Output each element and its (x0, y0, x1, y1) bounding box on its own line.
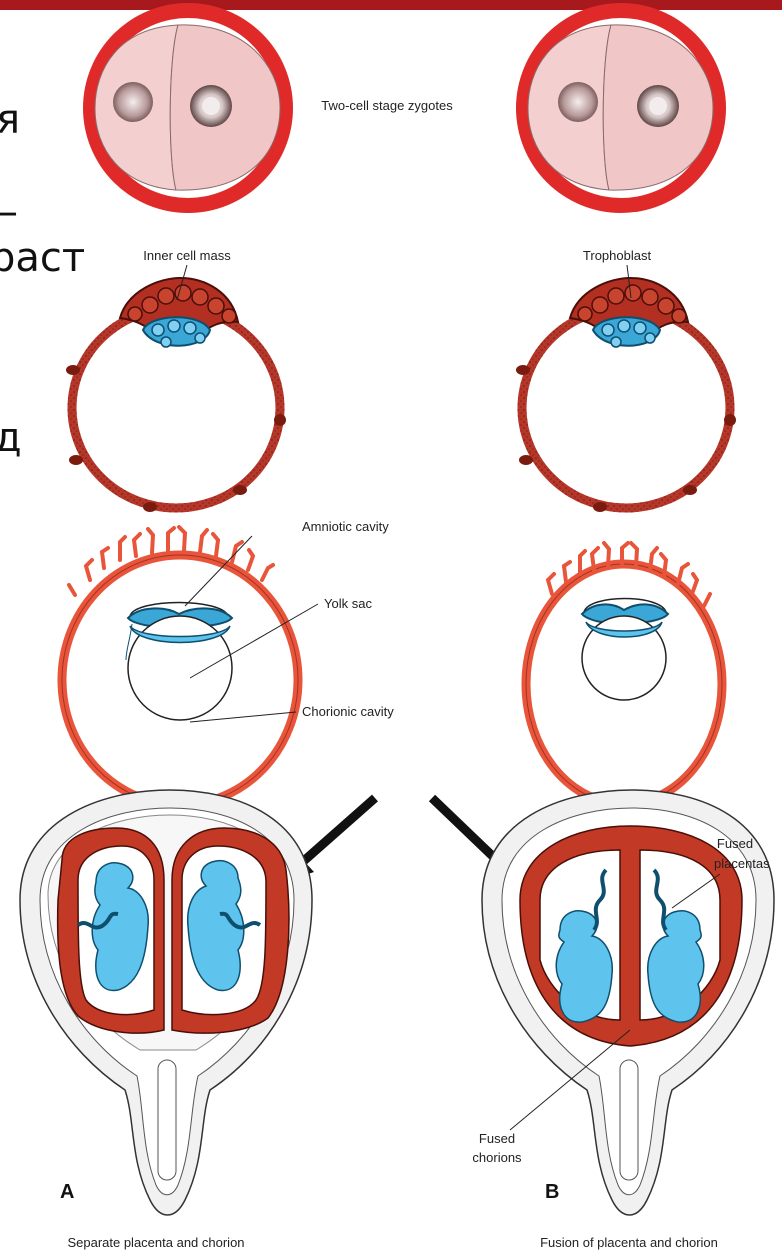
label-fused-chorions-2: chorions (472, 1150, 522, 1165)
zygote-right (516, 3, 726, 213)
panel-label-b: B (545, 1181, 559, 1203)
blastocyst-right (516, 278, 736, 512)
chorionic-vesicle-left (62, 527, 298, 805)
uterus-b (482, 790, 774, 1215)
label-fused-placentas-1: Fused (717, 836, 753, 851)
label-trophoblast: Trophoblast (583, 248, 652, 263)
label-inner-cell-mass: Inner cell mass (143, 248, 231, 263)
chorionic-vesicle-right (526, 543, 722, 804)
blastocyst-left (66, 278, 286, 512)
label-chorionic-cavity: Chorionic cavity (302, 704, 394, 719)
caption-b: Fusion of placenta and chorion (540, 1235, 718, 1250)
uterus-a (20, 790, 312, 1215)
label-amniotic-cavity: Amniotic cavity (302, 519, 389, 534)
label-yolk-sac: Yolk sac (324, 596, 372, 611)
label-fused-placentas-2: placentas (714, 856, 770, 871)
zygote-left (83, 3, 293, 213)
label-two-cell: Two-cell stage zygotes (321, 98, 453, 113)
caption-a: Separate placenta and chorion (67, 1235, 244, 1250)
panel-label-a: A (60, 1181, 74, 1203)
label-fused-chorions-1: Fused (479, 1131, 515, 1146)
